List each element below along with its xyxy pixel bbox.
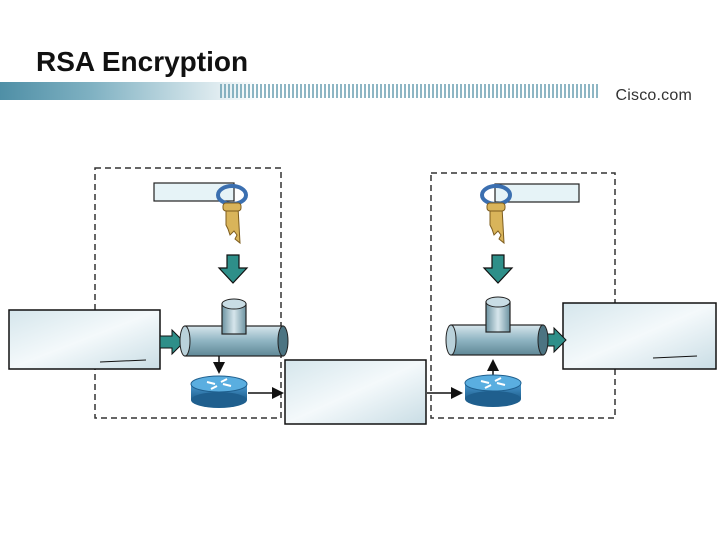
ciphertext-box <box>284 359 427 425</box>
key-icon <box>216 184 248 245</box>
down-arrow-icon <box>482 254 514 284</box>
private-key-bar <box>494 183 580 203</box>
sender-region <box>94 167 282 419</box>
key-icon <box>480 184 512 245</box>
pipe-icon <box>445 296 549 356</box>
router-icon <box>464 374 522 407</box>
plaintext-box <box>8 309 161 370</box>
brand-logo: Cisco.com <box>615 87 692 104</box>
down-arrow-icon <box>217 254 249 284</box>
slide-title: RSA Encryption <box>36 46 249 77</box>
receiver-region <box>430 172 616 419</box>
decrypted-box <box>562 302 717 370</box>
right-arrow-icon <box>159 328 185 356</box>
router-icon <box>190 375 248 408</box>
public-key-bar <box>153 182 235 202</box>
header-band <box>0 82 600 100</box>
pipe-icon <box>179 298 289 357</box>
